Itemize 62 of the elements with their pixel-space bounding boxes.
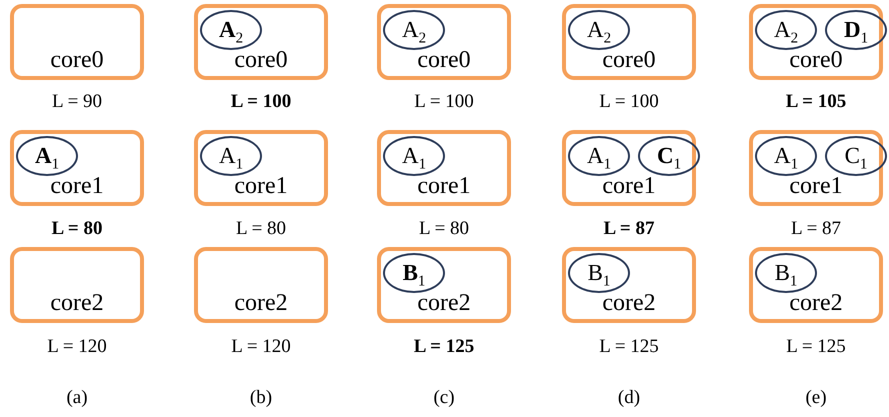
panel-label: (d) (616, 387, 642, 409)
load-label: L = 120 (230, 336, 292, 358)
core-box (194, 130, 328, 206)
core-label: core2 (233, 291, 289, 315)
load-label: L = 87 (790, 218, 842, 240)
core-label: core1 (601, 174, 657, 198)
core-label: core1 (416, 174, 472, 198)
load-label: L = 125 (412, 336, 476, 358)
core-box (377, 4, 511, 80)
task-ellipse: C$_{1}$ (638, 136, 700, 176)
task-ellipse: A$_{2}$ (383, 10, 445, 50)
panel-label: (c) (432, 387, 456, 409)
task-ellipse: D$_{1}$ (825, 10, 887, 50)
core-label: core0 (601, 48, 657, 72)
load-label: L = 100 (230, 91, 292, 113)
task-ellipse: A$_{1}$ (200, 136, 262, 176)
core-label: core1 (49, 174, 105, 198)
core-label: core0 (49, 48, 105, 72)
core-label: core2 (601, 291, 657, 315)
core-label: core2 (49, 291, 105, 315)
task-ellipse: A$_{1}$ (16, 136, 78, 176)
load-label: L = 100 (413, 91, 475, 113)
load-label: L = 100 (598, 91, 660, 113)
task-ellipse: C$_{1}$ (825, 136, 887, 176)
core-label: core0 (788, 48, 844, 72)
task-ellipse: B$_{1}$ (568, 253, 630, 293)
load-label: L = 90 (50, 91, 104, 113)
load-label: L = 125 (785, 336, 847, 358)
core-box (749, 247, 883, 323)
load-label: L = 105 (784, 91, 848, 113)
task-ellipse: B$_{1}$ (755, 253, 817, 293)
load-label: L = 125 (598, 336, 660, 358)
core-box (10, 130, 144, 206)
task-ellipse: A$_{1}$ (383, 136, 445, 176)
task-ellipse: B$_{1}$ (383, 253, 445, 293)
task-ellipse: A$_{1}$ (568, 136, 630, 176)
task-ellipse: A$_{2}$ (200, 10, 262, 50)
core-box (562, 247, 696, 323)
core-label: core1 (233, 174, 289, 198)
load-label: L = 87 (602, 218, 656, 240)
load-label: L = 120 (46, 336, 108, 358)
load-label: L = 80 (50, 218, 104, 240)
core-box (194, 247, 328, 323)
load-label: L = 80 (418, 218, 470, 240)
core-box (377, 130, 511, 206)
core-label: core0 (416, 48, 472, 72)
core-box (194, 4, 328, 80)
panel-label: (a) (65, 387, 89, 409)
task-ellipse: A$_{1}$ (755, 136, 817, 176)
load-label: L = 80 (234, 218, 288, 240)
core-box (377, 247, 511, 323)
core-label: core2 (416, 291, 472, 315)
panel-label: (b) (248, 387, 274, 409)
task-ellipse: A$_{2}$ (568, 10, 630, 50)
core-box (10, 247, 144, 323)
core-label: core2 (788, 291, 844, 315)
core-label: core1 (788, 174, 844, 198)
panel-label: (e) (804, 387, 828, 409)
core-box (10, 4, 144, 80)
task-ellipse: A$_{2}$ (755, 10, 817, 50)
core-box (562, 4, 696, 80)
core-label: core0 (233, 48, 289, 72)
